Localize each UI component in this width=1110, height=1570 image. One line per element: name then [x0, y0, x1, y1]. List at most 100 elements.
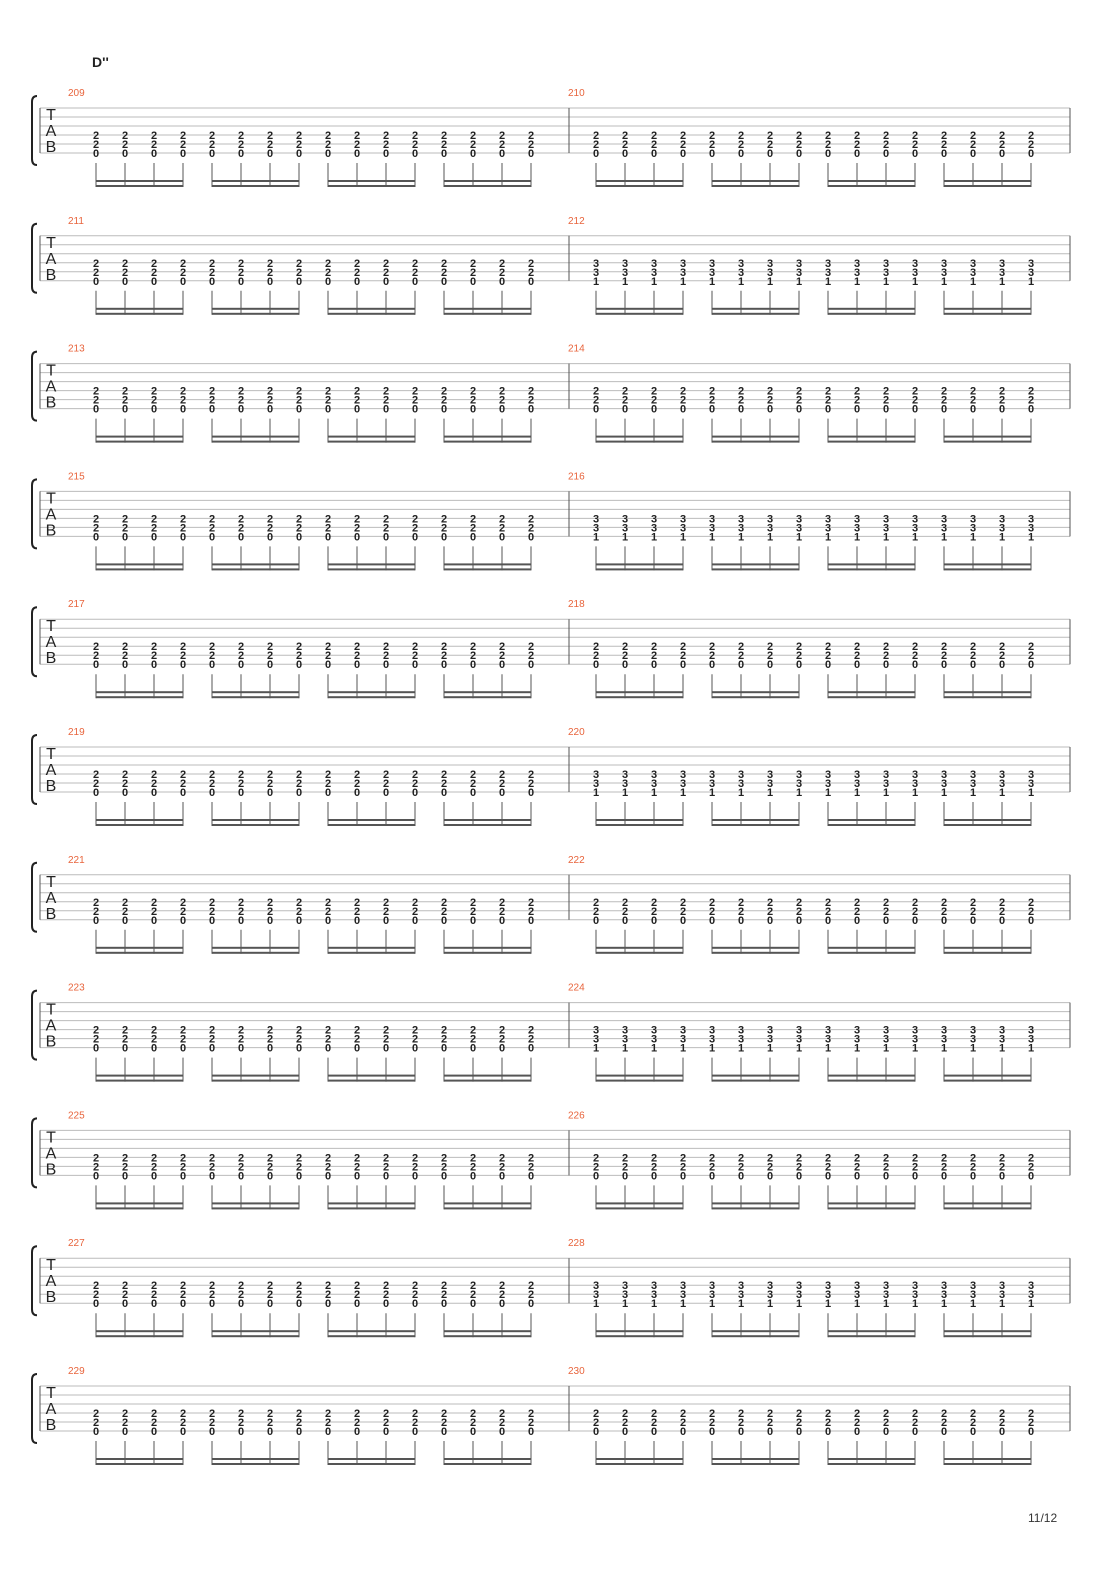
fret-number: 0 — [267, 276, 273, 288]
fret-number: 2 — [383, 1408, 389, 1420]
fret-number: 1 — [680, 1298, 686, 1310]
fret-number: 2 — [941, 1152, 947, 1164]
fret-number: 0 — [970, 148, 976, 160]
fret-number: 1 — [622, 531, 628, 543]
fret-number: 2 — [883, 130, 889, 142]
beam — [596, 312, 683, 315]
fret-number: 2 — [499, 1034, 505, 1046]
beam — [596, 946, 683, 949]
beam — [212, 312, 299, 315]
fret-number: 2 — [151, 258, 157, 270]
fret-number: 0 — [151, 1170, 157, 1182]
measure-number: 223 — [68, 983, 85, 994]
beam — [828, 1335, 915, 1338]
fret-number: 3 — [738, 513, 744, 525]
fret-number: 0 — [912, 404, 918, 416]
beam — [944, 824, 1031, 826]
fret-number: 2 — [296, 778, 302, 790]
fret-number: 2 — [238, 267, 244, 279]
fret-number: 2 — [528, 267, 534, 279]
fret-number: 0 — [93, 915, 99, 927]
fret-number: 3 — [970, 1280, 976, 1292]
fret-number: 3 — [622, 522, 628, 534]
fret-number: 1 — [738, 531, 744, 543]
fret-number: 3 — [912, 258, 918, 270]
fret-number: 0 — [412, 659, 418, 671]
fret-number: 0 — [238, 148, 244, 160]
fret-number: 0 — [499, 915, 505, 927]
beam — [596, 568, 683, 571]
fret-number: 2 — [593, 1417, 599, 1429]
fret-number: 3 — [651, 769, 657, 781]
fret-number: 0 — [296, 531, 302, 543]
fret-number: 0 — [209, 1298, 215, 1310]
fret-number: 0 — [796, 1170, 802, 1182]
fret-number: 3 — [622, 1280, 628, 1292]
fret-number: 2 — [883, 897, 889, 909]
fret-number: 2 — [528, 769, 534, 781]
beam — [444, 951, 531, 954]
fret-number: 2 — [383, 267, 389, 279]
fret-number: 1 — [999, 276, 1005, 288]
beam — [944, 696, 1031, 699]
measure-number: 228 — [568, 1238, 585, 1249]
fret-number: 0 — [999, 1426, 1005, 1438]
beam — [444, 1207, 531, 1210]
fret-number: 2 — [296, 258, 302, 270]
beam — [944, 1335, 1031, 1338]
fret-number: 1 — [970, 276, 976, 288]
fret-number: 3 — [825, 1025, 831, 1037]
fret-number: 3 — [738, 522, 744, 534]
fret-number: 3 — [999, 258, 1005, 270]
fret-number: 2 — [412, 1025, 418, 1037]
fret-number: 2 — [709, 386, 715, 398]
fret-number: 0 — [267, 1170, 273, 1182]
fret-number: 2 — [180, 897, 186, 909]
fret-number: 0 — [383, 1043, 389, 1055]
fret-number: 1 — [593, 1043, 599, 1055]
fret-number: 0 — [267, 1298, 273, 1310]
beam — [944, 1079, 1031, 1082]
measure-number: 215 — [68, 471, 85, 482]
fret-number: 1 — [941, 787, 947, 799]
fret-number: 2 — [209, 897, 215, 909]
tab-clef-letter: B — [46, 267, 57, 284]
fret-number: 2 — [383, 258, 389, 270]
beam — [96, 946, 183, 949]
fret-number: 0 — [970, 659, 976, 671]
beam — [212, 946, 299, 949]
fret-number: 0 — [93, 404, 99, 416]
fret-number: 0 — [1028, 659, 1034, 671]
fret-number: 3 — [1028, 267, 1034, 279]
fret-number: 2 — [412, 1034, 418, 1046]
fret-number: 2 — [738, 1417, 744, 1429]
fret-number: 0 — [999, 404, 1005, 416]
fret-number: 2 — [738, 650, 744, 662]
fret-number: 2 — [883, 650, 889, 662]
fret-number: 1 — [767, 276, 773, 288]
tab-clef-letter: B — [46, 650, 57, 667]
beam — [828, 307, 915, 310]
beam — [944, 1330, 1031, 1333]
fret-number: 2 — [651, 130, 657, 142]
beam — [96, 312, 183, 315]
fret-number: 2 — [499, 395, 505, 407]
fret-number: 1 — [680, 787, 686, 799]
measure-number: 216 — [568, 471, 585, 482]
fret-number: 2 — [796, 395, 802, 407]
fret-number: 1 — [767, 531, 773, 543]
fret-number: 2 — [470, 395, 476, 407]
fret-number: 3 — [999, 513, 1005, 525]
fret-number: 2 — [93, 778, 99, 790]
fret-number: 2 — [325, 1152, 331, 1164]
fret-number: 2 — [238, 1152, 244, 1164]
beam — [596, 180, 683, 182]
fret-number: 3 — [999, 522, 1005, 534]
fret-number: 3 — [1028, 1289, 1034, 1301]
fret-number: 3 — [1028, 258, 1034, 270]
fret-number: 2 — [354, 130, 360, 142]
fret-number: 3 — [883, 258, 889, 270]
fret-number: 3 — [1028, 522, 1034, 534]
fret-number: 0 — [825, 148, 831, 160]
fret-number: 1 — [941, 276, 947, 288]
